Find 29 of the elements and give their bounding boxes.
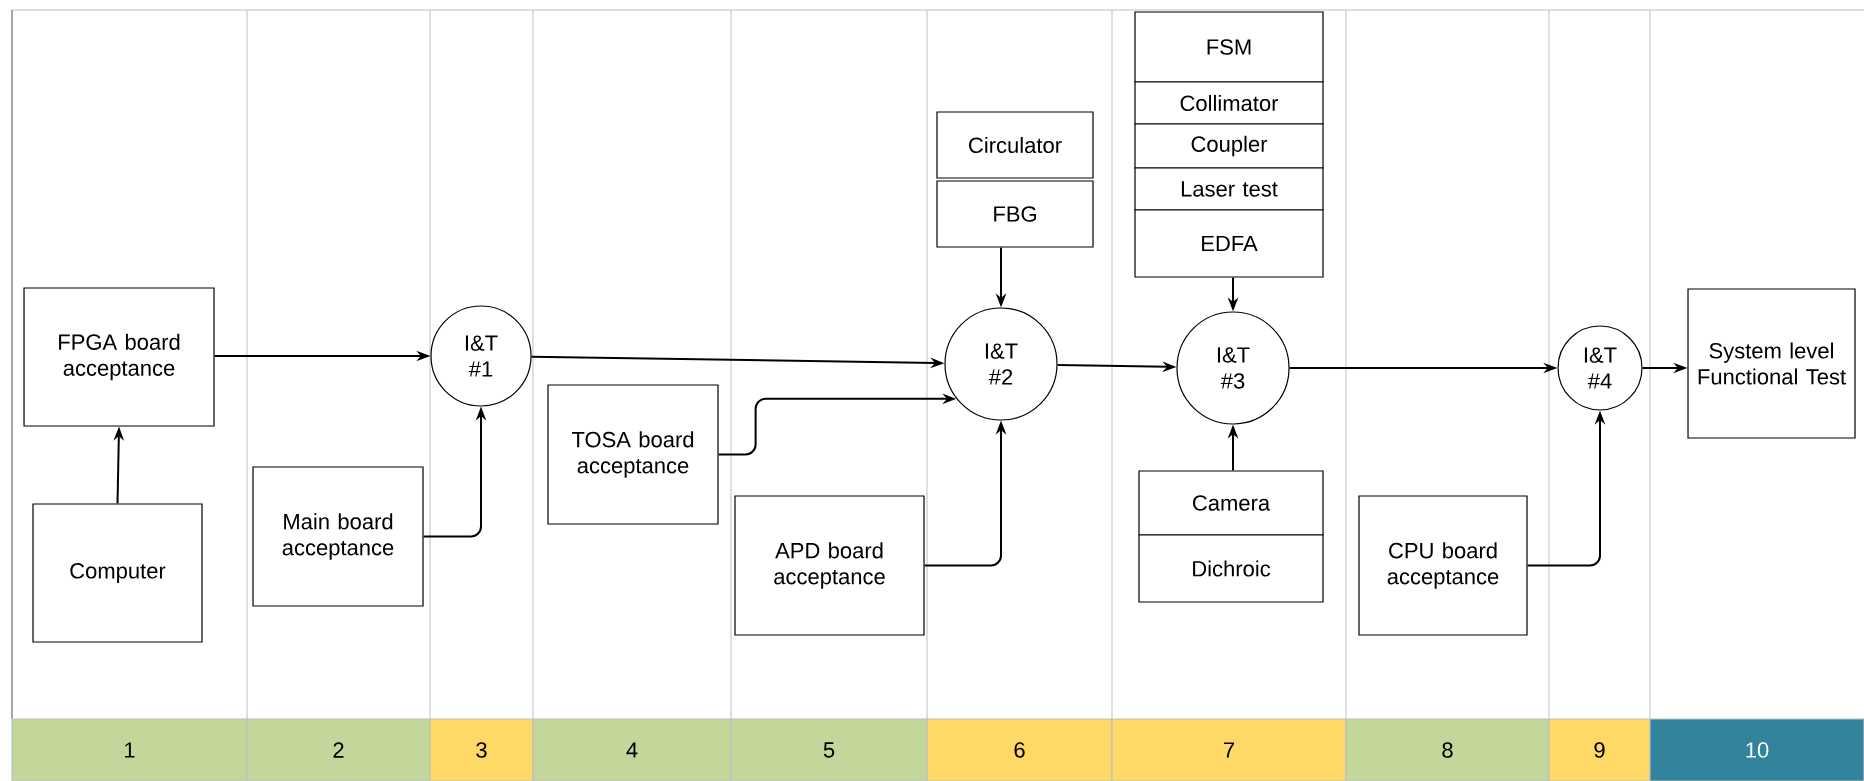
phase-cell: 10 xyxy=(1649,718,1864,781)
phase-cell: 8 xyxy=(1345,718,1550,781)
process-box: Circulator xyxy=(936,111,1094,179)
process-box: Laser test xyxy=(1134,167,1324,211)
node-label: 4 xyxy=(626,742,638,758)
phase-cell: 4 xyxy=(532,718,732,781)
phase-cell: 5 xyxy=(730,718,928,781)
process-box: Computer xyxy=(32,503,203,643)
phase-cell: 1 xyxy=(11,718,248,781)
process-box: Collimator xyxy=(1134,81,1324,125)
process-box: Coupler xyxy=(1134,123,1324,169)
process-box: TOSA board acceptance xyxy=(547,384,719,525)
node-label: 1 xyxy=(125,742,135,758)
phase-cell: 6 xyxy=(926,718,1113,781)
node-label: 6 xyxy=(1014,742,1025,758)
phase-cell: 2 xyxy=(246,718,431,781)
process-box: Main board acceptance xyxy=(252,466,424,607)
phase-cell: 3 xyxy=(429,718,534,781)
process-box: APD board acceptance xyxy=(734,495,925,636)
process-box: System level Functional Test xyxy=(1687,288,1856,439)
phase-cell: 9 xyxy=(1548,718,1651,781)
process-box: Camera xyxy=(1138,470,1324,536)
process-box: FBG xyxy=(936,180,1094,248)
phase-cell: 7 xyxy=(1111,718,1347,781)
process-box: FPGA board acceptance xyxy=(23,287,215,427)
process-box: FSM xyxy=(1134,11,1324,83)
process-box: EDFA xyxy=(1134,209,1324,278)
process-box: Dichroic xyxy=(1138,534,1324,603)
process-box: CPU board acceptance xyxy=(1358,495,1528,636)
